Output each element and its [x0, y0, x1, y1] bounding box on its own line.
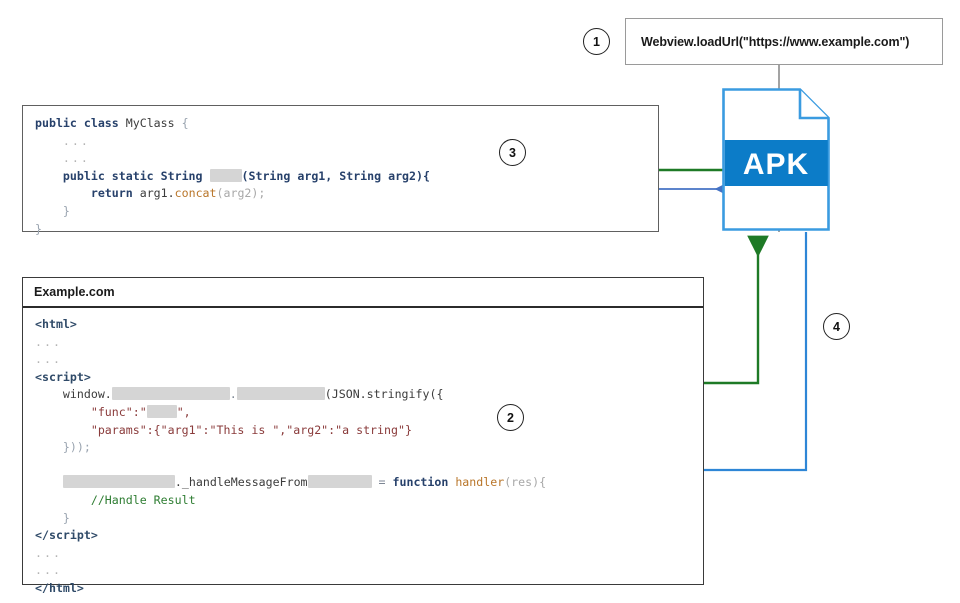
web-ellipsis-3: ...: [35, 545, 62, 560]
svg-text:APK: APK: [743, 148, 809, 181]
java-token-close-outer: }: [35, 221, 42, 236]
script-close-tag: </script>: [35, 528, 98, 543]
json-params-line: "params":{"arg1":"This is ","arg2":"a st…: [90, 422, 412, 437]
java-ellipsis-2: ...: [62, 151, 90, 166]
js-handler-mid: ._handleMessageFrom: [174, 475, 308, 490]
site-title: Example.com: [34, 285, 115, 299]
java-token-method-modifiers: public static String: [62, 168, 203, 183]
redacted-bridge-method: [236, 387, 325, 401]
apk-file-icon: APK: [722, 88, 830, 231]
java-token-public-class: public class: [35, 116, 119, 130]
step-badge-4: 4: [823, 313, 850, 340]
java-token-close-inner: }: [62, 203, 70, 218]
java-source-panel: public class MyClass { ... ... public st…: [22, 105, 659, 236]
html-close-tag: </html>: [35, 580, 84, 595]
step-badge-3: 3: [499, 139, 526, 166]
js-handler-close-brace: }: [62, 510, 70, 525]
json-func-tail: ",: [176, 404, 191, 419]
web-ellipsis-2: ...: [35, 352, 62, 367]
java-token-concat: concat: [174, 186, 217, 201]
json-func-key: "func":": [90, 404, 147, 419]
java-token-return: return: [90, 186, 133, 201]
web-ellipsis-1: ...: [35, 334, 62, 349]
js-bridge-separator: .: [229, 387, 237, 402]
java-token-classname: MyClass: [125, 116, 175, 130]
loadurl-callout-box: Webview.loadUrl("https://www.example.com…: [625, 18, 943, 65]
redacted-handler-suffix: [307, 475, 372, 489]
js-handler-name: handler: [455, 475, 505, 490]
js-handler-args: (res){: [504, 475, 547, 490]
js-close-stringify: }));: [62, 440, 91, 455]
loadurl-call-text: Webview.loadUrl("https://www.example.com…: [641, 34, 910, 49]
site-panel-header: Example.com: [23, 278, 703, 308]
web-ellipsis-4: ...: [35, 563, 62, 578]
js-equals: =: [378, 475, 386, 490]
step-badge-1: 1: [583, 28, 610, 55]
step-badge-2: 2: [497, 404, 524, 431]
js-json-stringify: (JSON.stringify({: [324, 387, 444, 402]
redacted-bridge-object: [111, 387, 230, 401]
java-token-arg1: arg1.: [139, 186, 175, 201]
html-open-tag: <html>: [35, 317, 77, 331]
redacted-handler-object: [62, 475, 175, 489]
js-handle-result-comment: //Handle Result: [90, 492, 196, 507]
example-site-panel: Example.com <html> ... ... <script> wind…: [22, 277, 704, 595]
java-token-method-signature: (String arg1, String arg2){: [241, 168, 430, 183]
script-open-tag: <script>: [35, 369, 91, 384]
java-token-concat-args: (arg2);: [216, 186, 266, 201]
java-code-block: public class MyClass { ... ... public st…: [35, 115, 430, 238]
js-window-prefix: window.: [62, 387, 112, 402]
js-function-keyword: function: [392, 475, 449, 490]
redacted-java-method-name: [209, 168, 242, 182]
java-ellipsis-1: ...: [62, 133, 90, 148]
site-panel-body: <html> ... ... <script> window.. (JSON.st…: [23, 310, 703, 595]
redacted-func-value: [146, 404, 177, 418]
java-token-open-brace: {: [181, 116, 189, 130]
web-code-block: <html> ... ... <script> window.. (JSON.st…: [35, 316, 546, 598]
